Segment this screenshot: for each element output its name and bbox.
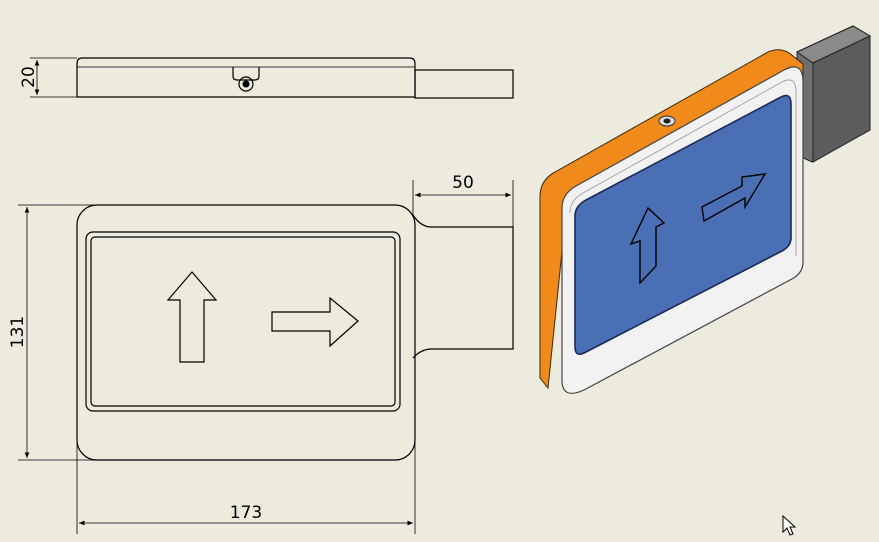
iso-arrow-up-icon [629,206,666,285]
dimension-tab-length: 50 [412,173,514,227]
front-view [76,204,514,461]
dimension-height-label: 131 [8,316,28,348]
blue-face [574,94,792,355]
isometric-view [539,25,872,394]
iso-screw-icon [658,115,676,127]
arrow-right-icon [271,296,359,348]
arrow-up-icon [166,271,218,363]
dimension-height: 131 [8,204,95,461]
dimension-thickness-label: 20 [19,66,39,88]
screw-icon [238,76,254,92]
dimension-tab-length-label: 50 [452,173,474,193]
mouse-pointer-icon [782,514,797,536]
top-view [76,57,514,99]
dimension-width: 173 [76,440,416,534]
dimension-thickness: 20 [19,57,77,98]
iso-arrow-right-icon [701,173,767,223]
dimension-width-label: 173 [230,503,262,523]
